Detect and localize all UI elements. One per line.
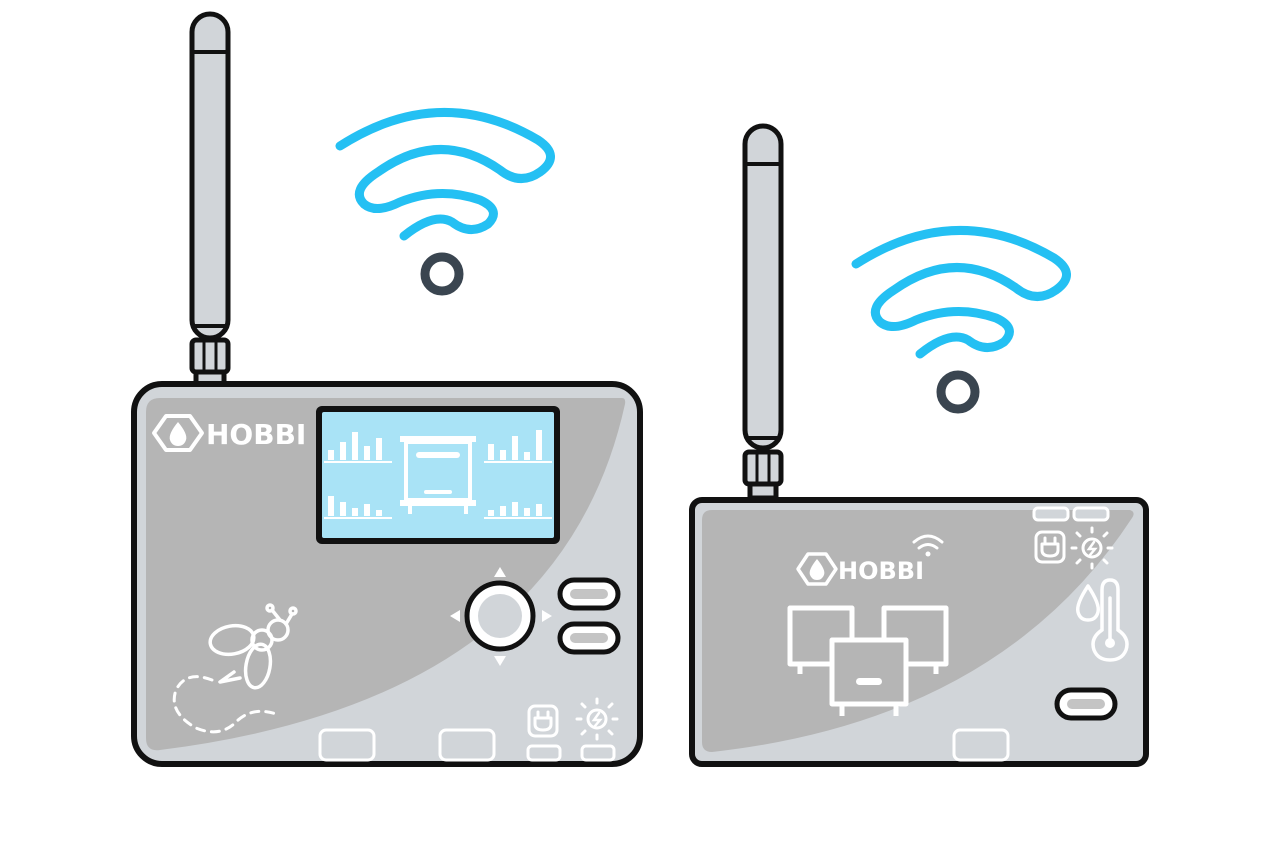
screen-bar [352, 432, 358, 460]
hub-device: HOBBI [131, 11, 643, 767]
hub-wifi-signal-icon [335, 107, 555, 296]
sensor-bottom-port [952, 728, 1010, 762]
screen-bar [364, 504, 370, 516]
screen-bar [488, 510, 494, 516]
hub-bottom-ports [318, 728, 616, 762]
screen-bar [352, 508, 358, 516]
screen-bar [512, 436, 518, 460]
arrow-down-icon[interactable] [494, 656, 506, 666]
hive-boxes-icon [787, 605, 949, 716]
screen-bar [500, 506, 506, 516]
screen-bar [524, 452, 530, 460]
sensor-antenna [742, 123, 784, 501]
hub-screen [316, 406, 560, 544]
sensor-top-ports [1032, 506, 1110, 522]
hub-antenna [189, 11, 231, 389]
screen-bar [340, 442, 346, 460]
arrow-right-icon[interactable] [542, 610, 552, 622]
sun-icon [575, 697, 619, 741]
power-plug-icon [527, 704, 559, 738]
screen-bar [536, 430, 542, 460]
bee-flight-path [172, 675, 278, 734]
screen-bar [364, 446, 370, 460]
thermometer-icon [1091, 578, 1129, 662]
screen-bar [524, 508, 530, 516]
sensor-device: HOBBI [689, 123, 1149, 767]
sensor-button[interactable] [1054, 687, 1118, 721]
screen-bar [376, 438, 382, 460]
water-drop-icon [809, 559, 825, 580]
wifi-icon [912, 534, 944, 557]
sensor-wifi-signal-icon [851, 225, 1071, 414]
screen-bar [512, 502, 518, 516]
screen-bar [488, 444, 494, 460]
sensor-logo: HOBBI [796, 534, 944, 586]
sensor-brand-label: HOBBI [838, 557, 924, 585]
water-drop-icon [1075, 584, 1101, 622]
power-plug-icon [1034, 530, 1066, 564]
screen-bar [500, 450, 506, 460]
hub-brand-label: HOBBI [206, 418, 306, 451]
hub-screen-bars [324, 430, 552, 519]
water-drop-icon [169, 422, 187, 446]
hive-box-icon [400, 436, 476, 514]
sun-icon [1070, 526, 1114, 570]
hub-upper-button[interactable] [557, 577, 621, 611]
arrow-up-icon[interactable] [494, 567, 506, 577]
bee-icon [208, 603, 298, 690]
screen-bar [536, 504, 542, 516]
screen-bar [328, 450, 334, 460]
screen-bar [376, 510, 382, 516]
hub-dpad[interactable] [450, 567, 552, 666]
screen-bar [340, 502, 346, 516]
hub-lower-button[interactable] [557, 621, 621, 655]
wifi-dot [420, 252, 464, 296]
screen-bar [328, 496, 334, 516]
hub-logo: HOBBI [152, 414, 306, 452]
wifi-dot [936, 370, 980, 414]
arrow-left-icon[interactable] [450, 610, 460, 622]
